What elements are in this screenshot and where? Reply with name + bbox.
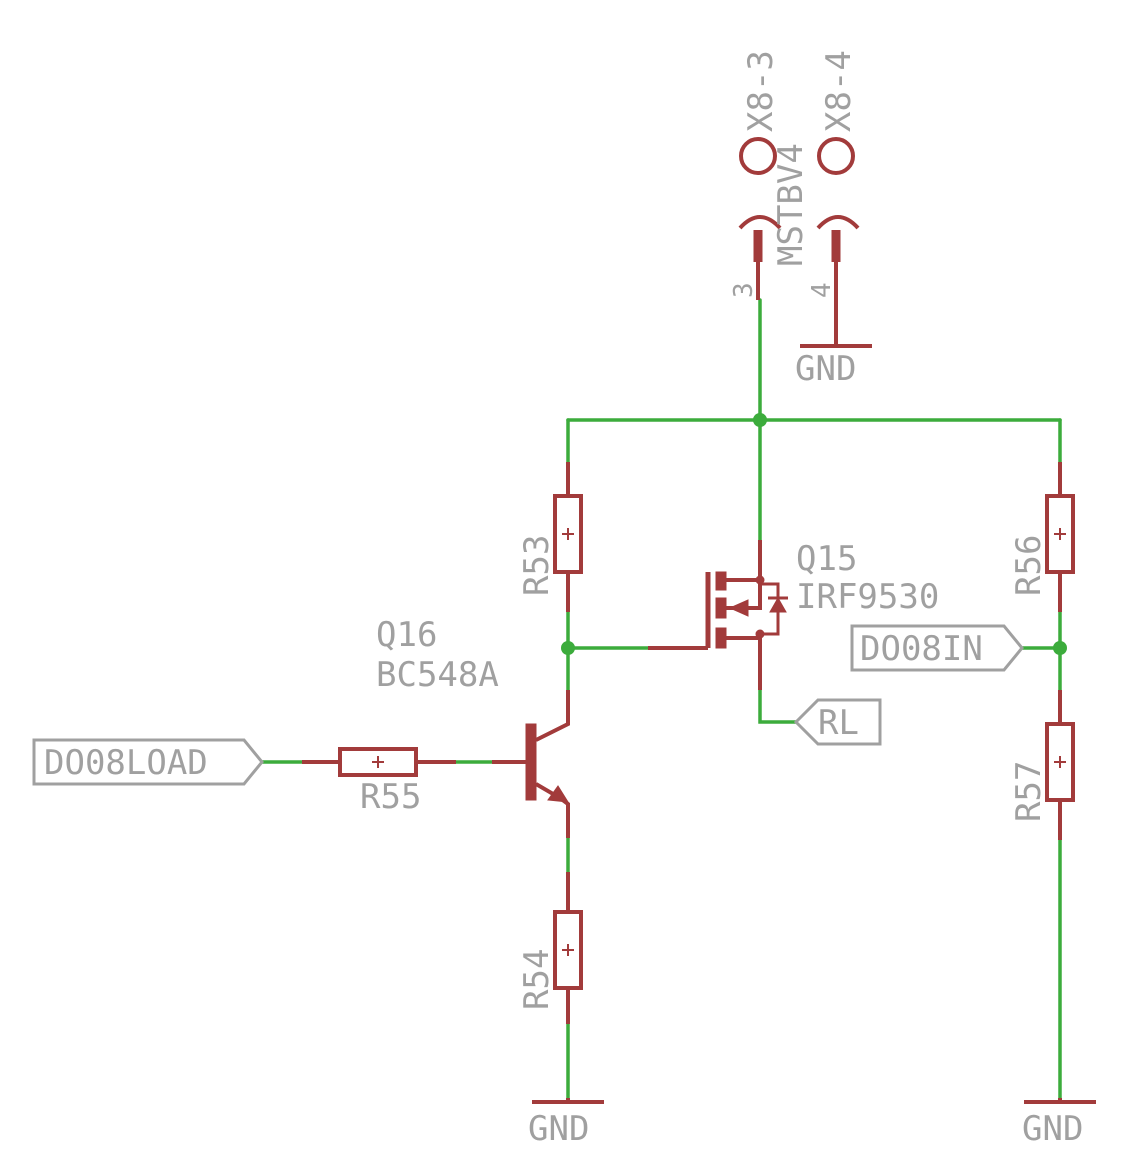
connector-name-label: MSTBV4 [771,143,811,266]
junction-r53-gate [561,641,575,655]
r55-label: R55 [360,777,421,817]
resistor-r57: R57 [1009,690,1075,840]
net-flag-do08load: DO08LOAD [32,738,264,786]
resistor-r53: R53 [517,462,583,612]
transistor-q16: Q16 BC548A [376,615,570,838]
gnd-label-r54: GND [528,1109,589,1149]
connector-x8: X8-3 X8-4 MSTBV4 3 4 [729,50,860,346]
q16-value-label: BC548A [376,655,499,695]
resistor-r56: R56 [1009,462,1075,612]
net-flag-do08in: DO08IN [850,624,1024,672]
gnd-symbol-r57: GND [1022,1098,1096,1149]
q15-ref-label: Q15 [796,539,857,579]
q16-ref-label: Q16 [376,615,437,655]
mosfet-q15: Q15 IRF9530 [648,539,939,690]
r57-label: R57 [1009,761,1049,822]
junction-bus-top [753,413,767,427]
connector-pin-4-number: 4 [807,282,837,298]
r56-label: R56 [1009,535,1049,596]
r54-label: R54 [517,949,557,1010]
gnd-label-r57: GND [1022,1109,1083,1149]
q15-value-label: IRF9530 [796,577,939,617]
gnd-symbol-connector: GND [795,344,872,389]
wire-q15-drain-to-rl [758,688,798,724]
resistor-r55: R55 [302,747,456,817]
connector-pin-3-number: 3 [729,282,759,298]
wires [260,298,1062,1100]
connector-pin-x8-3 [738,137,782,300]
resistor-r54: R54 [517,872,583,1024]
junctions [561,413,1067,655]
connector-pin-x8-3-label: X8-3 [741,50,781,132]
r53-label: R53 [517,535,557,596]
junction-r56-r57 [1053,641,1067,655]
gnd-symbol-r54: GND [528,1098,604,1149]
net-label-do08in: DO08IN [860,629,983,669]
net-flag-rl: RL [793,698,882,746]
gnd-label-connector: GND [795,349,856,389]
connector-pin-x8-4 [816,137,860,346]
net-label-rl: RL [818,703,859,743]
connector-pin-x8-4-label: X8-4 [819,50,859,132]
net-label-do08load: DO08LOAD [44,743,208,783]
